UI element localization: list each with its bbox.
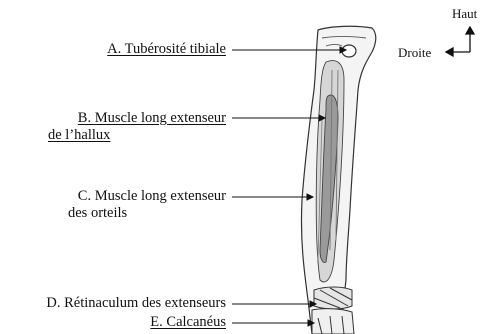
label-c-extensor-digitorum: C. Muscle long extenseur des orteils [26,188,226,222]
label-b-line1: B. Muscle long extenseur [26,110,226,127]
label-b-extensor-hallucis: B. Muscle long extenseur de l’hallux [26,110,226,144]
orientation-right-label: Droite [398,45,431,60]
orientation-up-label: Haut [452,6,477,21]
label-c-line1: C. Muscle long extenseur [26,188,226,205]
label-a-tibial-tuberosity: A. Tubérosité tibiale [107,41,226,58]
calcaneus-bone [312,309,354,334]
label-c-line2: des orteils [68,205,268,222]
retinaculum-band [314,287,352,309]
label-d-retinaculum: D. Rétinaculum des extenseurs [46,295,226,312]
label-e-calcaneus: E. Calcanéus [150,314,226,331]
orientation-arrows [446,27,474,56]
label-b-line2: de l’hallux [48,127,248,144]
